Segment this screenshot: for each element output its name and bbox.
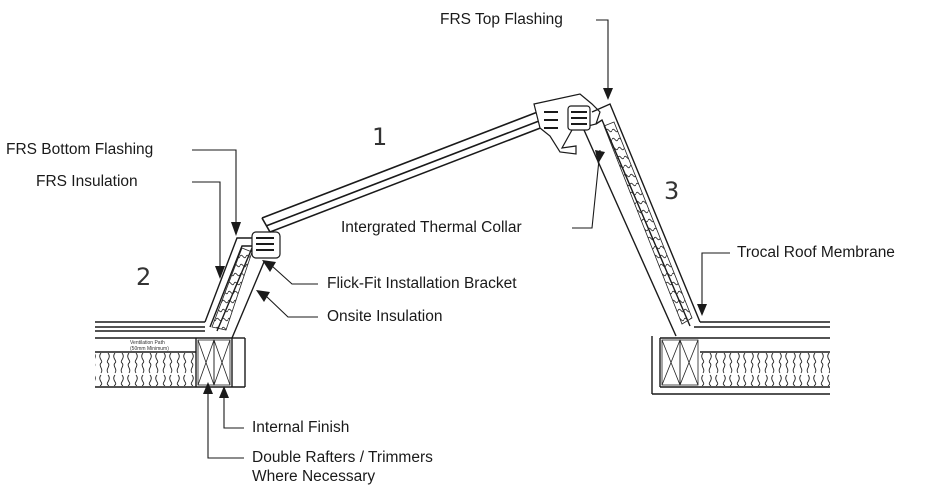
trocal-roof-membrane-label: Trocal Roof Membrane — [737, 244, 895, 261]
left-bracket — [251, 231, 281, 259]
flick-fit-bracket-label: Flick-Fit Installation Bracket — [327, 275, 517, 292]
frs-top-flashing-label: FRS Top Flashing — [440, 11, 563, 28]
section-number-3: 3 — [664, 177, 680, 205]
onsite-insulation-label: Onsite Insulation — [327, 308, 443, 325]
left-trimmer — [197, 339, 231, 386]
integrated-thermal-collar-label: Intergrated Thermal Collar — [341, 219, 522, 236]
right-trimmer — [661, 339, 699, 386]
internal-finish-label: Internal Finish — [252, 419, 350, 436]
ventilation-path-sub-label: (50mm Minimum) — [130, 346, 169, 352]
left-roof-insulation — [95, 353, 195, 386]
where-necessary-label: Where Necessary — [252, 468, 376, 485]
ventilation-path-label: Ventilation Path — [130, 340, 165, 346]
section-number-1: 1 — [372, 123, 388, 151]
leader-arrowheads — [203, 88, 707, 398]
right-upstand-insulation — [603, 121, 693, 325]
frs-insulation-label: FRS Insulation — [36, 173, 138, 190]
double-rafters-label: Double Rafters / Trimmers — [252, 449, 433, 466]
right-top-frame — [533, 93, 601, 155]
frs-bottom-flashing-label: FRS Bottom Flashing — [6, 141, 154, 158]
glazing-panel — [261, 107, 557, 233]
leader-lines — [192, 19, 730, 459]
left-upstand — [95, 237, 265, 388]
right-roof-insulation — [700, 353, 830, 386]
section-number-2: 2 — [136, 263, 152, 291]
